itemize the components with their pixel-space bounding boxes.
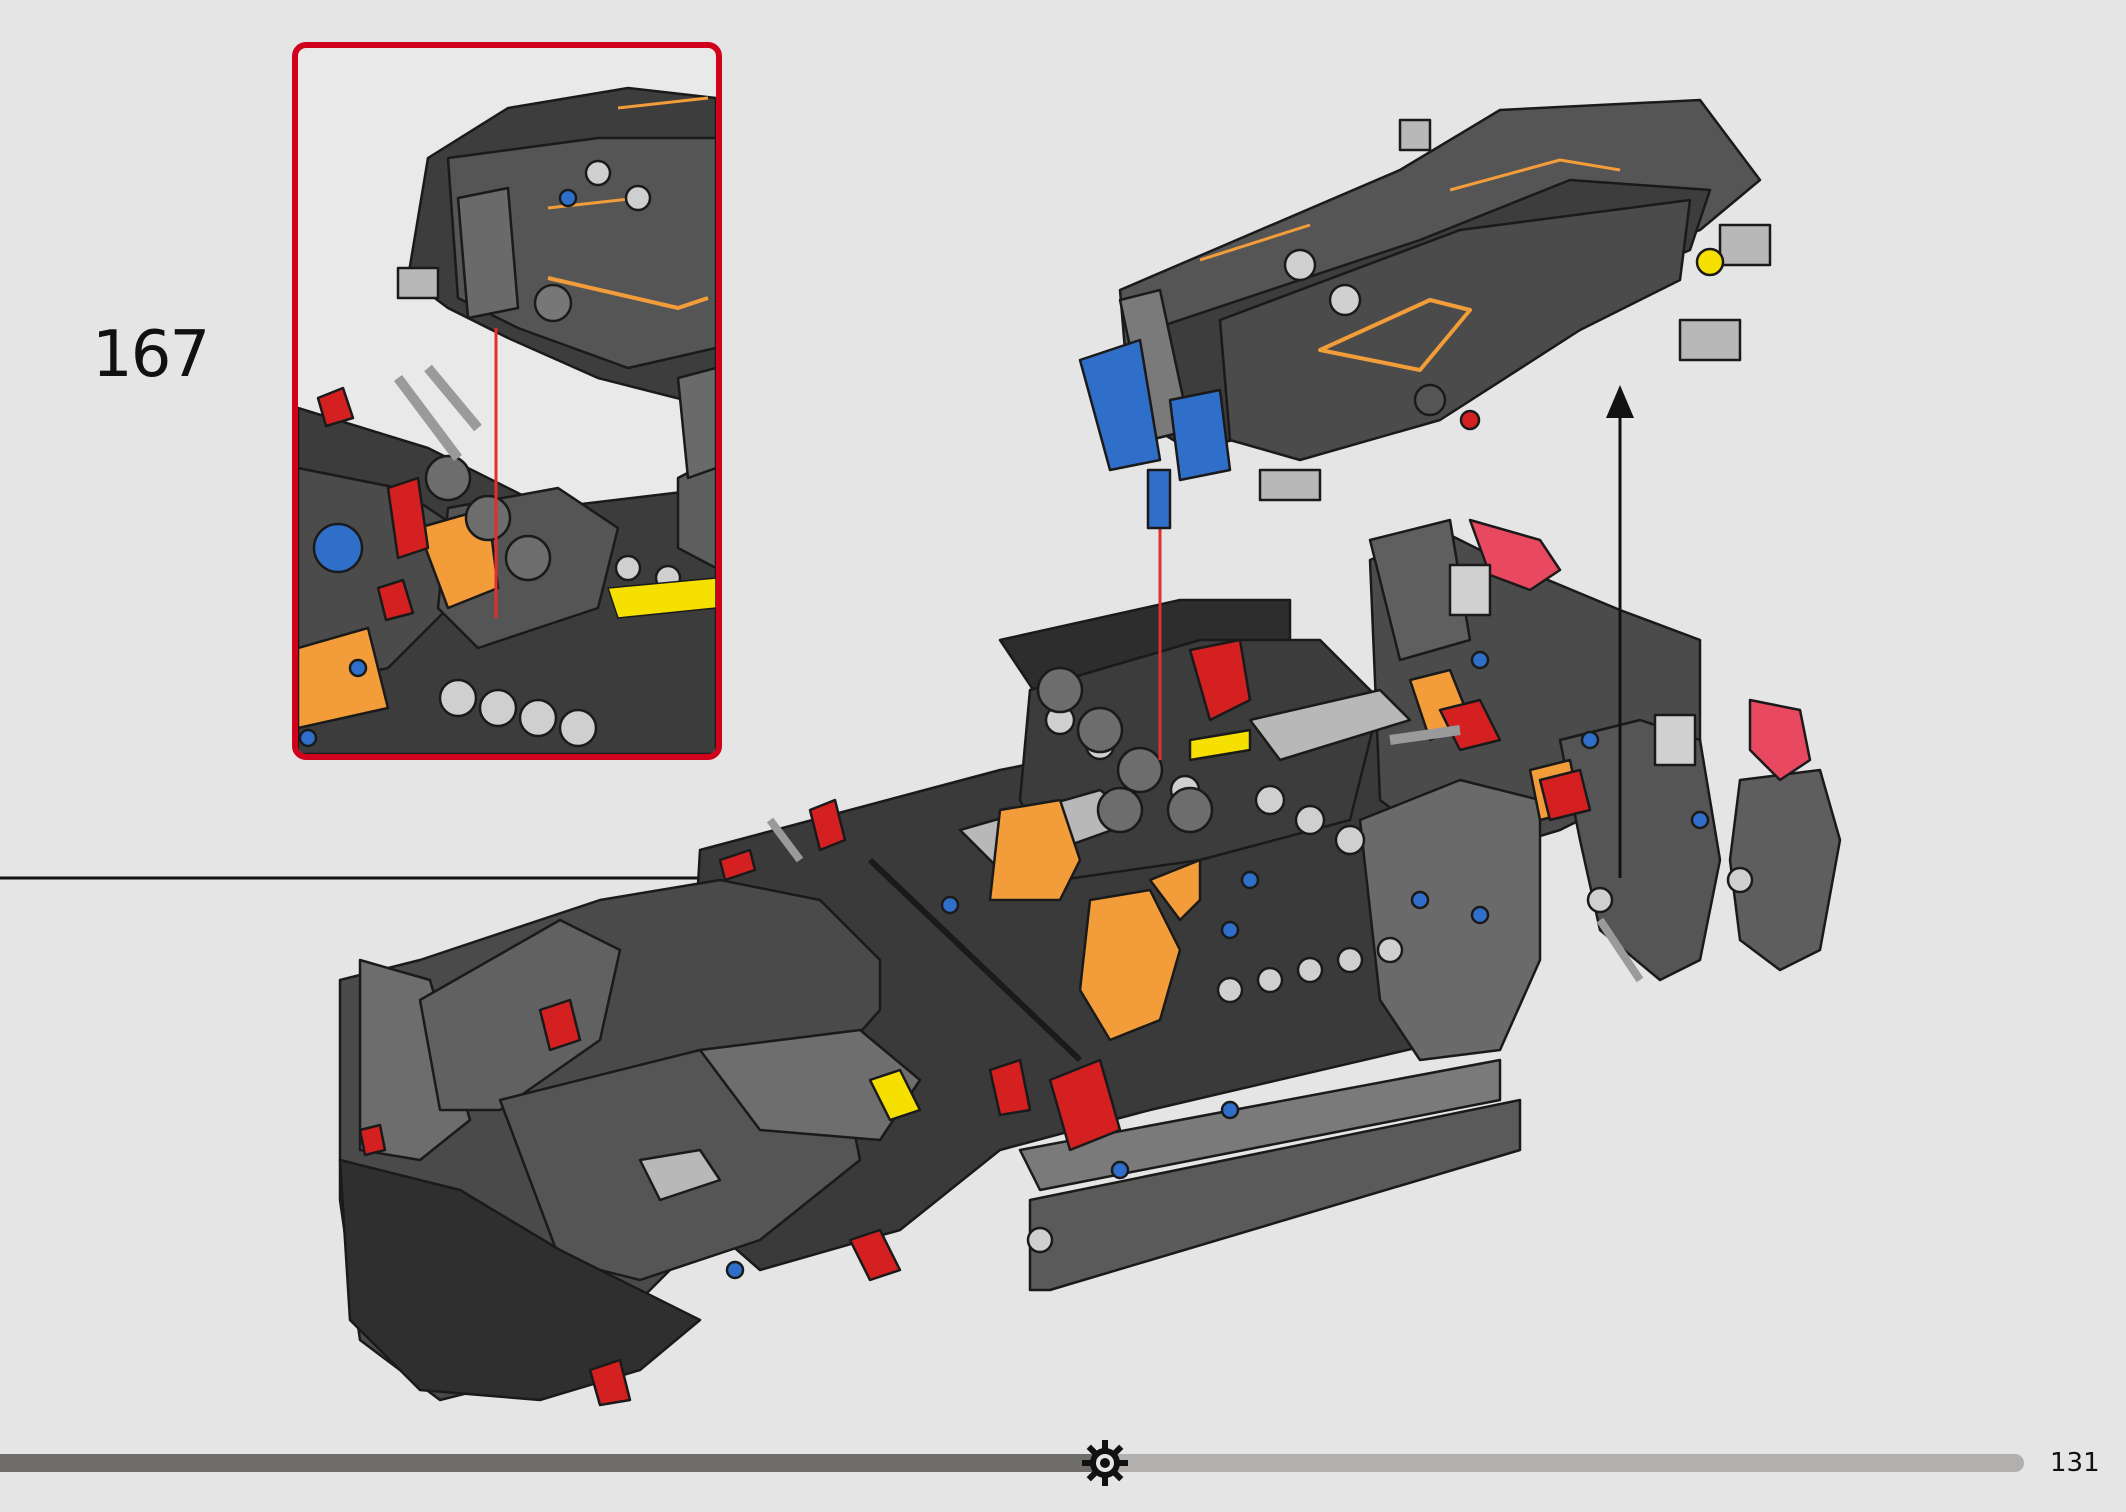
progress-bar-fill bbox=[0, 1454, 1093, 1472]
arrow-up-icon bbox=[1606, 385, 1634, 418]
callout-illustration bbox=[298, 86, 716, 754]
subassembly-part bbox=[1078, 98, 1772, 530]
page-number: 131 bbox=[2050, 1448, 2100, 1478]
car-chassis-model bbox=[338, 518, 1842, 1407]
progress-bar bbox=[0, 1454, 2024, 1472]
detail-callout bbox=[292, 42, 722, 760]
step-number: 167 bbox=[92, 318, 210, 392]
gear-icon bbox=[1082, 1440, 1128, 1486]
